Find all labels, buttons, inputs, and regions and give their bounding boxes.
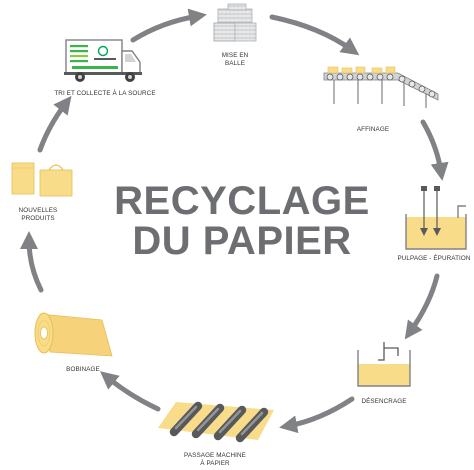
cycle-arrow-1 xyxy=(130,8,207,43)
cycle-arrow-5 xyxy=(279,396,355,434)
cycle-arrow-6 xyxy=(100,371,161,412)
label-mise-en-balle: MISE EN BALLE xyxy=(221,52,249,67)
paper-bale-icon xyxy=(213,3,257,42)
paper-machine-icon xyxy=(158,401,274,443)
paper-bags-icon xyxy=(11,162,73,197)
cycle-arrow-7 xyxy=(20,231,44,293)
label-affinage: AFFINAGE xyxy=(356,126,390,133)
conveyor-icon xyxy=(323,66,439,108)
cycle-arrow-4 xyxy=(404,273,440,340)
cycle-arrow-8 xyxy=(37,95,72,153)
title-line-2: DU PAPIER xyxy=(132,219,352,263)
label-bobinage: BOBINAGE xyxy=(66,366,100,373)
truck-icon xyxy=(64,39,142,82)
label-pulpage-epuration: PULPAGE - ÉPURATION xyxy=(397,255,471,262)
label-desencrage: DÉSENCRAGE xyxy=(361,398,407,405)
cycle-arrow-3 xyxy=(420,119,449,181)
label-passage-machine: PASSAGE MACHINE À PAPIER xyxy=(184,452,246,467)
pulping-tank-icon xyxy=(405,186,467,250)
cycle-arrow-2 xyxy=(269,14,360,56)
label-nouveaux-produits: NOUVELLES PRODUITS xyxy=(18,207,58,222)
label-tri-collecte: TRI ET COLLECTE À LA SOURCE xyxy=(54,90,156,97)
title-line-1: RECYCLAGE xyxy=(114,179,370,223)
paper-roll-icon xyxy=(34,312,113,357)
deinking-tank-icon xyxy=(357,342,411,387)
